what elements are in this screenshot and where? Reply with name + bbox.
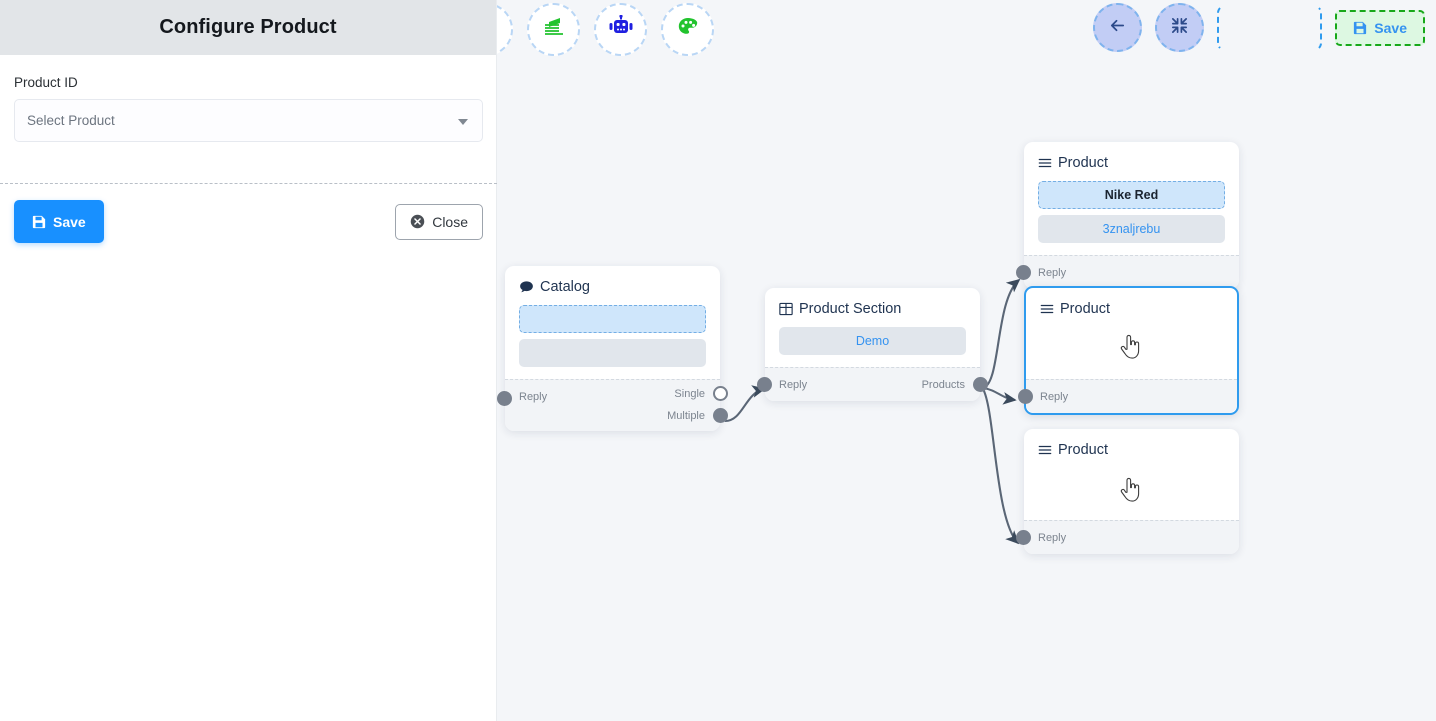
canvas-toolbar-right: Save	[1093, 3, 1425, 52]
product-3-port-reply-label: Reply	[1038, 531, 1067, 544]
list-icon	[1038, 443, 1052, 457]
tool-button-robot[interactable]	[594, 3, 647, 56]
node-catalog-header: Catalog	[505, 266, 720, 295]
catalog-port-single[interactable]: Single	[674, 386, 728, 401]
catalog-port-multiple[interactable]: Multiple	[667, 408, 728, 423]
compress-icon	[1170, 16, 1189, 40]
canvas-save-button[interactable]: Save	[1335, 9, 1425, 46]
tool-button-palette[interactable]	[661, 3, 714, 56]
canvas-toolbar-left	[497, 3, 714, 56]
list-icon	[1040, 302, 1054, 316]
product-1-port-reply-dot[interactable]	[1016, 265, 1031, 280]
node-catalog-footer: Reply Single Multiple	[497, 379, 728, 431]
comment-icon	[519, 280, 534, 295]
catalog-port-single-dot[interactable]	[713, 386, 728, 401]
node-product-1-footer: Reply	[1016, 255, 1239, 289]
canvas-save-label: Save	[1374, 19, 1407, 36]
node-product-3-header: Product	[1024, 429, 1239, 458]
node-product-section-title: Product Section	[799, 301, 902, 317]
catalog-block-1[interactable]	[519, 305, 706, 333]
node-catalog-body	[505, 295, 720, 379]
table-icon	[779, 302, 793, 316]
product-id-select-value: Select Product	[27, 113, 115, 128]
product-section-port-reply-dot[interactable]	[757, 377, 772, 392]
flow-canvas[interactable]: Save Catalog Reply	[497, 0, 1436, 721]
tool-button-hidden[interactable]	[497, 3, 513, 56]
floppy-disk-icon	[32, 215, 46, 229]
page-title: Configure Product	[159, 16, 337, 38]
catalog-output-ports: Single Multiple	[667, 386, 728, 423]
node-product-section-footer: Reply Products	[757, 367, 988, 401]
product-section-port-products-label: Products	[921, 378, 965, 391]
node-product-1-title: Product	[1058, 155, 1108, 171]
product-section-port-products[interactable]: Products	[921, 377, 988, 392]
node-product-1-body: Nike Red 3znaljrebu	[1024, 171, 1239, 255]
node-catalog-title: Catalog	[540, 279, 590, 295]
close-button-label: Close	[432, 213, 468, 230]
tool-button-stack[interactable]	[527, 3, 580, 56]
compress-button[interactable]	[1155, 3, 1205, 52]
product-1-block-code[interactable]: 3znaljrebu	[1038, 215, 1225, 243]
save-button-label: Save	[53, 213, 86, 230]
node-product-2-body	[1026, 317, 1237, 379]
floppy-disk-icon	[1353, 21, 1367, 35]
product-section-port-reply-label: Reply	[779, 378, 808, 391]
product-section-block-demo[interactable]: Demo	[779, 327, 966, 355]
configure-product-panel: Configure Product Product ID Select Prod…	[0, 0, 497, 721]
palette-icon	[676, 15, 700, 44]
catalog-port-multiple-label: Multiple	[667, 409, 705, 422]
node-product-3-footer: Reply	[1016, 520, 1239, 554]
panel-actions: Save Close	[0, 200, 497, 243]
product-2-port-reply-label: Reply	[1040, 390, 1069, 403]
node-product-2-header: Product	[1026, 288, 1237, 317]
node-catalog[interactable]: Catalog Reply Single Multiple	[497, 266, 728, 431]
back-arrow-icon	[1108, 16, 1127, 40]
node-product-section-header: Product Section	[765, 288, 980, 317]
back-button[interactable]	[1093, 3, 1143, 52]
node-product-1-header: Product	[1024, 142, 1239, 171]
list-icon	[1038, 156, 1052, 170]
toolbar-placeholder-slot[interactable]	[1217, 4, 1323, 51]
product-3-port-reply-dot[interactable]	[1016, 530, 1031, 545]
catalog-port-multiple-dot[interactable]	[713, 408, 728, 423]
node-product-2-title: Product	[1060, 301, 1110, 317]
chevron-down-icon	[458, 118, 468, 125]
product-1-block-name[interactable]: Nike Red	[1038, 181, 1225, 209]
node-product-2-footer: Reply	[1018, 379, 1237, 413]
save-button[interactable]: Save	[14, 200, 104, 243]
robot-icon	[608, 14, 634, 44]
node-product-section-body: Demo	[765, 317, 980, 367]
close-button[interactable]: Close	[395, 203, 483, 240]
catalog-port-reply-dot[interactable]	[497, 391, 512, 406]
product-id-select[interactable]: Select Product	[14, 99, 483, 142]
catalog-block-2[interactable]	[519, 339, 706, 367]
product-1-port-reply-label: Reply	[1038, 266, 1067, 279]
catalog-port-single-label: Single	[674, 387, 705, 400]
product-2-port-reply-dot[interactable]	[1018, 389, 1033, 404]
node-product-3-body	[1024, 458, 1239, 520]
node-product-1[interactable]: Product Nike Red 3znaljrebu Reply	[1016, 142, 1239, 289]
node-product-section[interactable]: Product Section Demo Reply Products	[757, 288, 988, 401]
stack-icon	[542, 15, 566, 44]
node-product-3[interactable]: Product Reply	[1016, 429, 1239, 554]
close-circle-icon	[410, 214, 425, 229]
panel-header: Configure Product	[0, 0, 496, 55]
product-section-port-products-dot[interactable]	[973, 377, 988, 392]
product-id-label: Product ID	[14, 75, 78, 90]
panel-body: Product ID Select Product	[0, 55, 496, 142]
node-product-3-title: Product	[1058, 442, 1108, 458]
catalog-port-reply-label: Reply	[519, 391, 548, 403]
panel-divider	[0, 183, 497, 184]
node-product-2[interactable]: Product Reply	[1018, 286, 1239, 415]
